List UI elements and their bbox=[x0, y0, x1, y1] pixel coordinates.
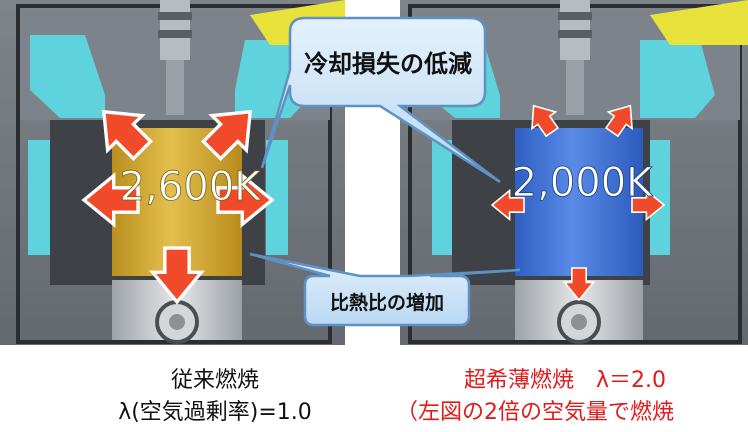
left-caption-title: 従来燃焼 bbox=[170, 368, 259, 393]
right-caption-note: （左図の2倍の空気量で燃焼 bbox=[396, 400, 674, 425]
right-coolant-head-right bbox=[640, 40, 715, 118]
right-temperature-label: 2,000K bbox=[512, 160, 655, 206]
right-caption-title: 超希薄燃焼 λ＝2.0 bbox=[464, 368, 667, 393]
left-engine-illustration bbox=[0, 0, 345, 345]
callout-top-text: 冷却損失の低減 bbox=[304, 50, 472, 78]
left-coolant-head-left bbox=[30, 35, 105, 118]
right-combustion-chamber bbox=[515, 128, 643, 276]
callout-specific-heat-ratio: 比熱比の増加 bbox=[249, 252, 521, 327]
callout-bottom-text: 比熱比の増加 bbox=[330, 291, 444, 314]
left-caption-lambda: λ(空気過剰率)=1.0 bbox=[118, 400, 312, 425]
callout-cooling-loss: 冷却損失の低減 bbox=[260, 16, 501, 184]
left-temperature-label: 2,600K bbox=[120, 164, 263, 210]
